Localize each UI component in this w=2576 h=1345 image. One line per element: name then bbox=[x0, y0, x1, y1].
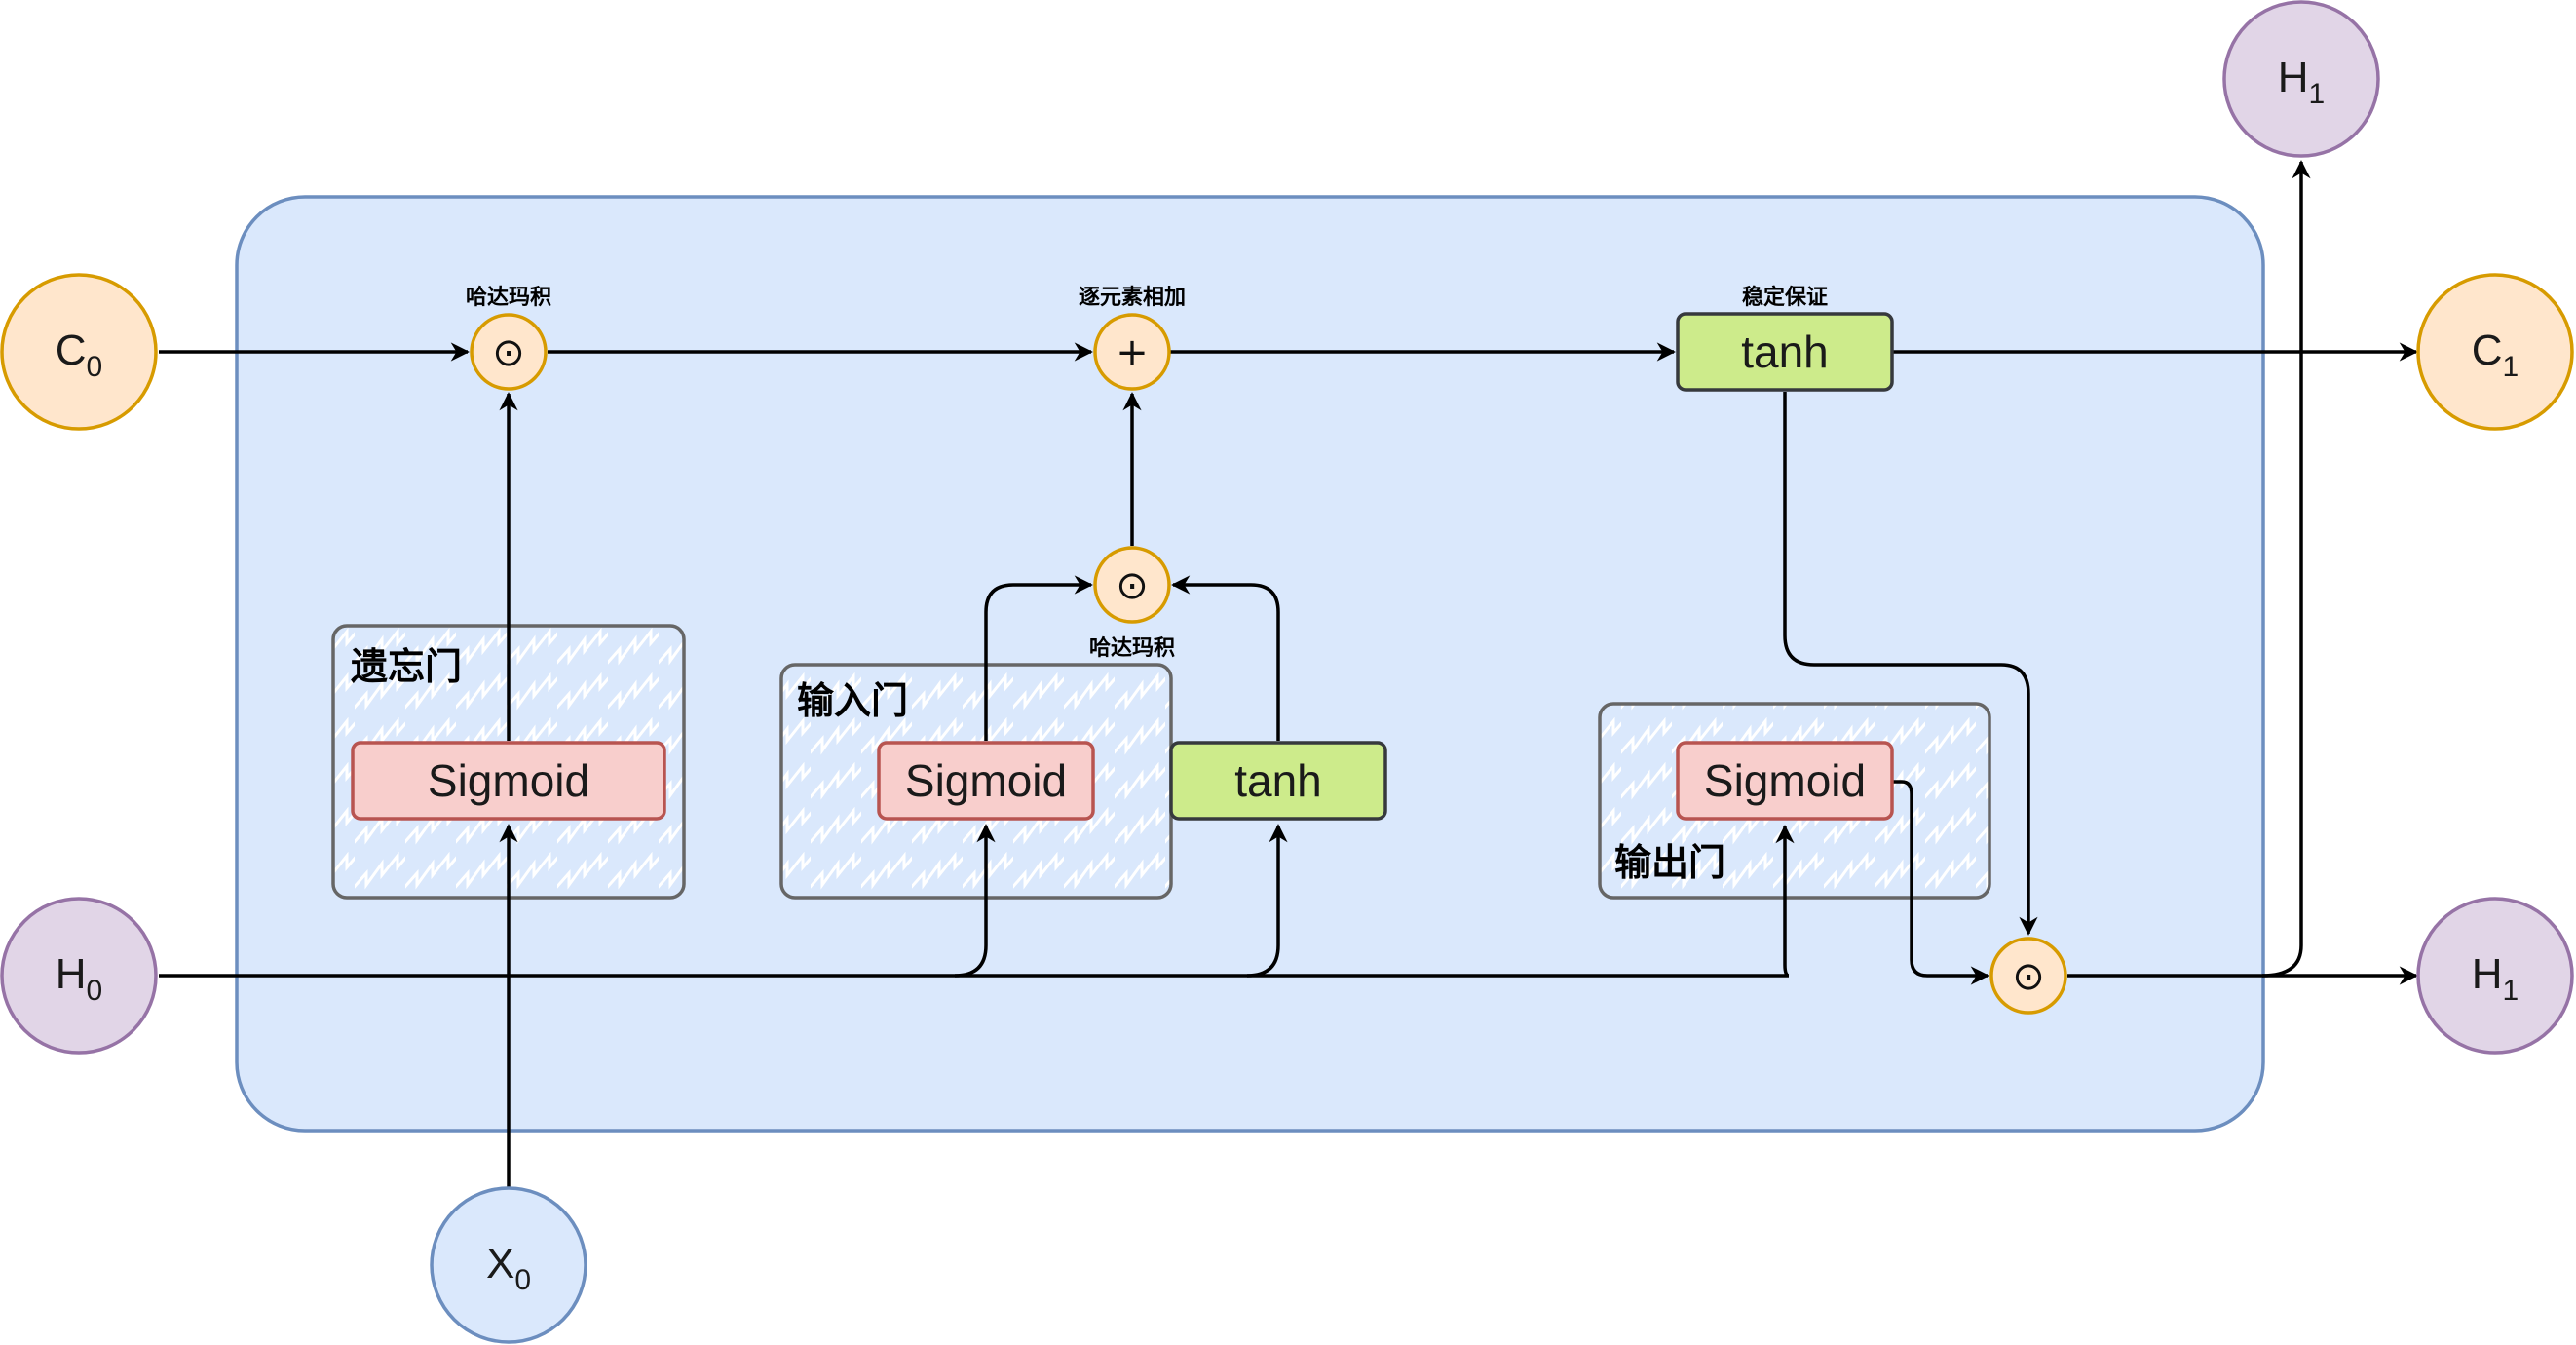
node-h1-right-circle bbox=[2416, 897, 2574, 1055]
input-sigmoid-box bbox=[877, 741, 1095, 821]
wires bbox=[159, 160, 2418, 1187]
input-sigmoid: Sigmoid bbox=[877, 741, 1095, 821]
circled-dot-operator-icon bbox=[1989, 937, 2067, 1015]
wire-input-sigmoid-to-product bbox=[984, 575, 1093, 741]
cell-add-symbol: + bbox=[1116, 330, 1149, 375]
output-sigmoid: Sigmoid bbox=[1676, 741, 1894, 821]
wire-input-tanh-to-product bbox=[1171, 575, 1280, 741]
output-sigmoid-label: Sigmoid bbox=[1704, 755, 1866, 806]
node-c1: C1 bbox=[2416, 273, 2574, 431]
node-h1-right: H1 bbox=[2416, 897, 2574, 1055]
node-h1-top: H1 bbox=[2222, 0, 2380, 158]
cell-tanh-label: tanh bbox=[1741, 327, 1829, 377]
node-h0-circle bbox=[0, 897, 158, 1055]
forget-sigmoid-label: Sigmoid bbox=[428, 755, 589, 806]
input-tanh-box bbox=[1169, 741, 1387, 821]
node-h0: H0 bbox=[0, 897, 158, 1055]
circled-dot-operator-icon bbox=[1093, 546, 1171, 624]
cell-tanh-caption: 稳定保证 bbox=[1742, 285, 1828, 310]
output-gate-title: 输出门 bbox=[1614, 841, 1725, 884]
node-c0: C0 bbox=[0, 273, 158, 431]
output-product: ⊙ bbox=[1989, 937, 2067, 1015]
cell-tanh-box bbox=[1676, 312, 1894, 392]
node-x0-label: X0 bbox=[486, 1240, 531, 1296]
forget-sigmoid: Sigmoid bbox=[351, 741, 666, 821]
cell-add-caption: 逐元素相加 bbox=[1079, 285, 1186, 310]
input-product: ⊙ 哈达玛积 bbox=[1089, 546, 1175, 661]
forget-product-symbol: ⊙ bbox=[492, 330, 525, 375]
wire-cell-tanh-to-output-product bbox=[1783, 392, 2038, 936]
node-h1-right-label: H1 bbox=[2472, 950, 2519, 1007]
node-c0-circle bbox=[0, 273, 158, 431]
cell-add: + 逐元素相加 bbox=[1079, 285, 1186, 391]
node-h1-top-label: H1 bbox=[2278, 54, 2325, 110]
wire-h0-to-input-tanh bbox=[1246, 824, 1288, 978]
forget-gate-title: 遗忘门 bbox=[351, 645, 462, 688]
forget-sigmoid-box bbox=[351, 741, 666, 821]
circled-dot-operator-icon bbox=[470, 313, 548, 391]
input-tanh: tanh bbox=[1169, 741, 1387, 821]
output-product-symbol: ⊙ bbox=[2012, 954, 2045, 999]
plus-operator-icon bbox=[1093, 313, 1171, 391]
wire-h0-to-input-sigmoid bbox=[954, 824, 996, 978]
output-sigmoid-box bbox=[1676, 741, 1894, 821]
input-product-symbol: ⊙ bbox=[1116, 563, 1149, 608]
input-gate-title: 输入门 bbox=[797, 679, 908, 722]
node-c0-label: C0 bbox=[56, 327, 102, 383]
node-x0-circle bbox=[430, 1186, 587, 1344]
forget-product-caption: 哈达玛积 bbox=[466, 285, 551, 310]
node-h0-label: H0 bbox=[56, 950, 102, 1007]
forget-product: ⊙ 哈达玛积 bbox=[466, 285, 551, 391]
input-sigmoid-label: Sigmoid bbox=[905, 755, 1067, 806]
wire-output-product-to-h1-top bbox=[2261, 160, 2311, 978]
cell-tanh: tanh 稳定保证 bbox=[1676, 285, 1894, 392]
input-tanh-label: tanh bbox=[1234, 755, 1322, 806]
node-c1-label: C1 bbox=[2472, 327, 2519, 383]
node-c1-circle bbox=[2416, 273, 2574, 431]
wire-output-sigmoid-to-product bbox=[1892, 780, 1989, 985]
input-product-caption: 哈达玛积 bbox=[1089, 635, 1175, 661]
wire-h0-trunk bbox=[159, 825, 1795, 978]
node-x0: X0 bbox=[430, 1186, 587, 1344]
node-h1-top-circle bbox=[2222, 0, 2380, 158]
